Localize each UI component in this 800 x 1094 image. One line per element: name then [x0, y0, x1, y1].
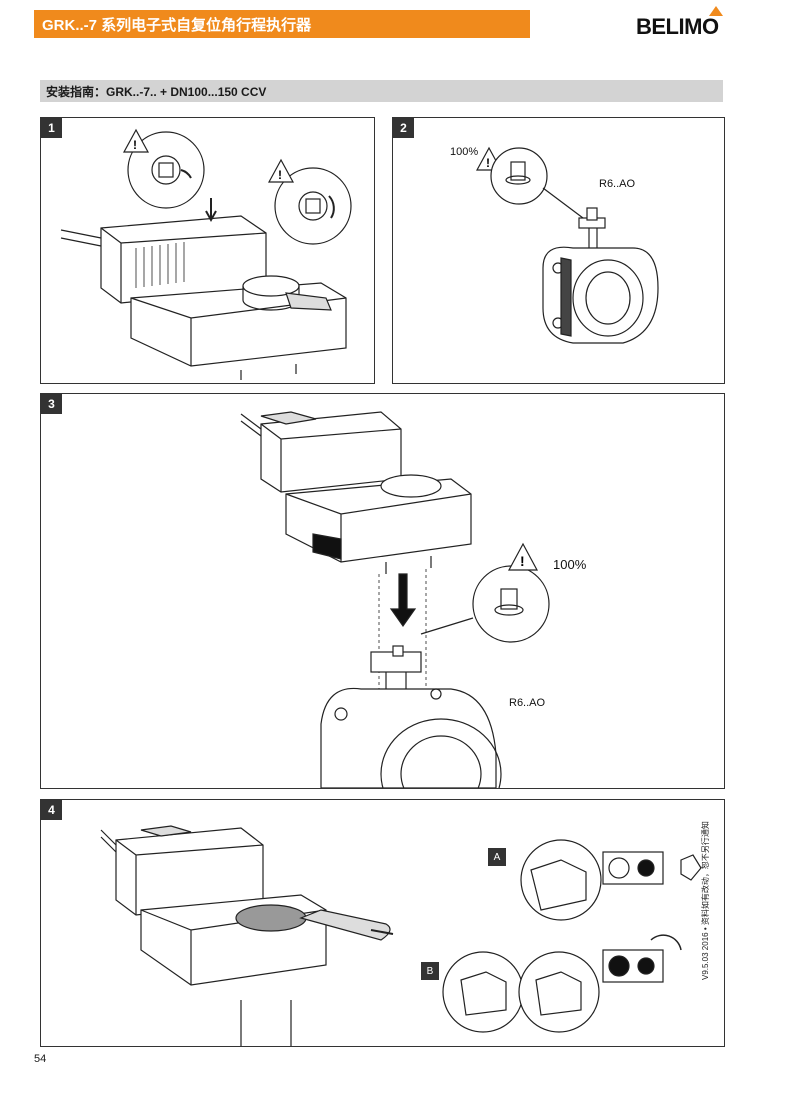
svg-text:!: !	[486, 156, 490, 170]
step-number: 4	[41, 800, 62, 820]
actuator-mounting-illustration: !	[240, 411, 550, 788]
step-panel-4: 4 A B	[40, 799, 725, 1047]
step-panel-3: 3 100% R6..AO	[40, 393, 725, 789]
svg-text:!: !	[133, 138, 137, 152]
page-number: 54	[34, 1053, 47, 1065]
document-title: GRK..-7 系列电子式自复位角行程执行器	[42, 16, 312, 34]
butterfly-valve-illustration: !	[475, 146, 659, 344]
step-panel-2: 2 100% R6..AO !	[392, 117, 725, 384]
percent-label: 100%	[553, 557, 587, 572]
version-note: V9.5.03 2016 • 资料如有改动，恕不另行通知	[701, 821, 710, 980]
actuator-tightening-illustration	[100, 825, 702, 1046]
option-b-badge: B	[421, 962, 439, 980]
svg-text:!: !	[278, 168, 282, 182]
valve-model-label: R6..AO	[599, 178, 636, 190]
step-panel-1: 1	[40, 117, 375, 384]
step-number: 2	[393, 118, 414, 138]
percent-label: 100%	[450, 146, 479, 158]
option-a-badge: A	[488, 848, 506, 866]
section-heading-bar: 安装指南：GRK..-7.. + DN100...150 CCV	[40, 80, 723, 102]
belimo-logo: BELIMO	[636, 6, 723, 40]
section-heading: 安装指南：GRK..-7.. + DN100...150 CCV	[46, 84, 267, 99]
svg-text:!: !	[520, 553, 525, 569]
step-number: 3	[41, 394, 62, 414]
actuator-manual-override-illustration: ! !	[60, 128, 352, 380]
valve-model-label: R6..AO	[509, 697, 546, 709]
title-bar: GRK..-7 系列电子式自复位角行程执行器	[34, 10, 530, 38]
logo-triangle-icon	[708, 6, 723, 16]
step-number: 1	[41, 118, 62, 138]
